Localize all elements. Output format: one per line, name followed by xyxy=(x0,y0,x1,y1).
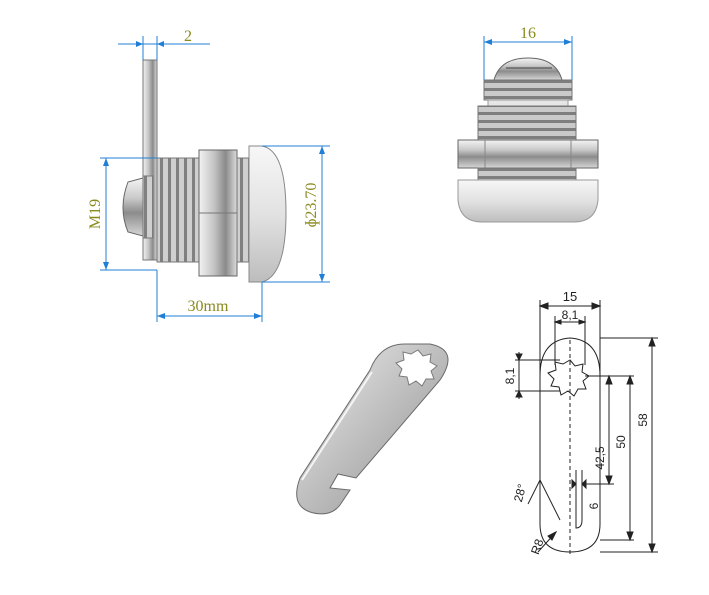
front-collar xyxy=(483,79,573,101)
dim-front-width-label: 16 xyxy=(520,25,536,42)
cam-drawing-star-hole xyxy=(547,359,590,397)
dim-len-50-label: 50 xyxy=(614,435,628,449)
front-key-head xyxy=(493,57,563,81)
side-face-cap xyxy=(248,145,287,283)
dim-radius-label: R8 xyxy=(528,537,547,557)
cam-drawing-dims: 15 8,1 8,1 42,5 50 58 xyxy=(503,289,658,556)
dim-slot-width-label: 6 xyxy=(587,502,601,509)
dim-angle-label: 28° xyxy=(511,482,529,503)
dim-thread-label: M19 xyxy=(87,199,104,229)
cam-slot xyxy=(575,488,583,529)
dim-hole-width-label: 8,1 xyxy=(562,308,579,322)
side-key-plug xyxy=(142,175,154,239)
dim-thread: M19 xyxy=(87,157,157,271)
dim-len-58-label: 58 xyxy=(636,413,650,427)
side-thread-body xyxy=(156,157,200,263)
dim-cam-thickness-label: 2 xyxy=(184,28,192,45)
cam-drawing xyxy=(539,300,601,556)
cam-photo-body xyxy=(296,343,449,515)
side-thread-rear xyxy=(236,157,250,263)
side-view: 2 M19 ɸ23.70 30mm xyxy=(87,28,330,322)
dim-body-length: 30mm xyxy=(156,270,263,322)
cam-photo xyxy=(296,343,449,515)
dim-body-length-label: 30mm xyxy=(188,298,229,315)
front-thread-lower xyxy=(477,167,577,181)
dim-face-diameter: ɸ23.70 xyxy=(262,145,330,283)
side-key-head xyxy=(122,177,144,237)
dim-cam-thickness: 2 xyxy=(118,28,210,60)
front-view: 16 xyxy=(457,25,599,223)
dim-face-diameter-label: ɸ23.70 xyxy=(303,183,320,228)
cam-photo-star-hole xyxy=(395,349,438,387)
dim-front-width: 16 xyxy=(483,25,573,80)
front-thread-upper xyxy=(477,105,577,141)
dim-len-42-label: 42,5 xyxy=(593,446,607,470)
dim-overall-width-label: 15 xyxy=(563,289,577,304)
dim-hole-height-label: 8,1 xyxy=(503,367,517,384)
front-face-cap xyxy=(457,179,599,223)
front-hex-nut xyxy=(457,139,599,169)
cam-outline xyxy=(539,337,601,553)
